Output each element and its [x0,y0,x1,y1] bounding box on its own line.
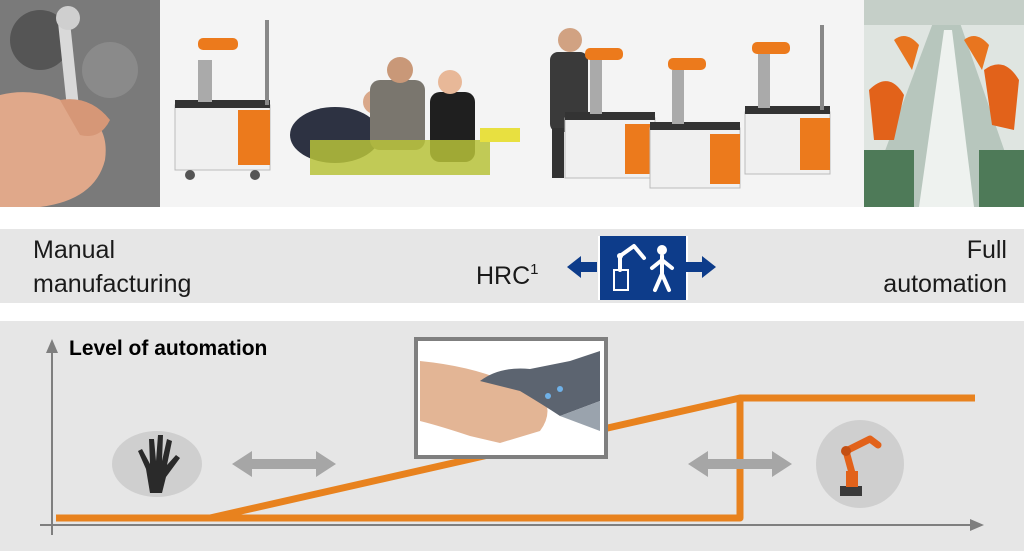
automation-factory-photo [864,0,1024,207]
hrc-footnote-marker: 1 [530,261,538,278]
chart-title: Level of automation [69,337,267,361]
arrow-left-icon [567,256,597,278]
full-label-line1: Full [967,236,1007,264]
hrc-robots-workers-photo [160,0,864,207]
arrow-right-icon [686,256,716,278]
handshake-icon [416,339,606,457]
hand-icon [112,431,202,497]
hrc-label: HRC1 [476,253,539,293]
manual-manufacturing-label: Manual manufacturing [33,233,191,301]
hrc-label-text: HRC [476,262,530,290]
double-arrow-left [232,451,336,477]
manual-label-line1: Manual [33,236,115,264]
full-label-line2: automation [883,270,1007,298]
robot-arm-icon [816,420,904,508]
full-automation-label: Full automation [883,233,1007,301]
hrc-robot-human-icon [598,236,688,300]
y-axis [46,339,58,535]
manual-wrench-photo [0,0,160,207]
manual-label-line2: manufacturing [33,270,191,298]
